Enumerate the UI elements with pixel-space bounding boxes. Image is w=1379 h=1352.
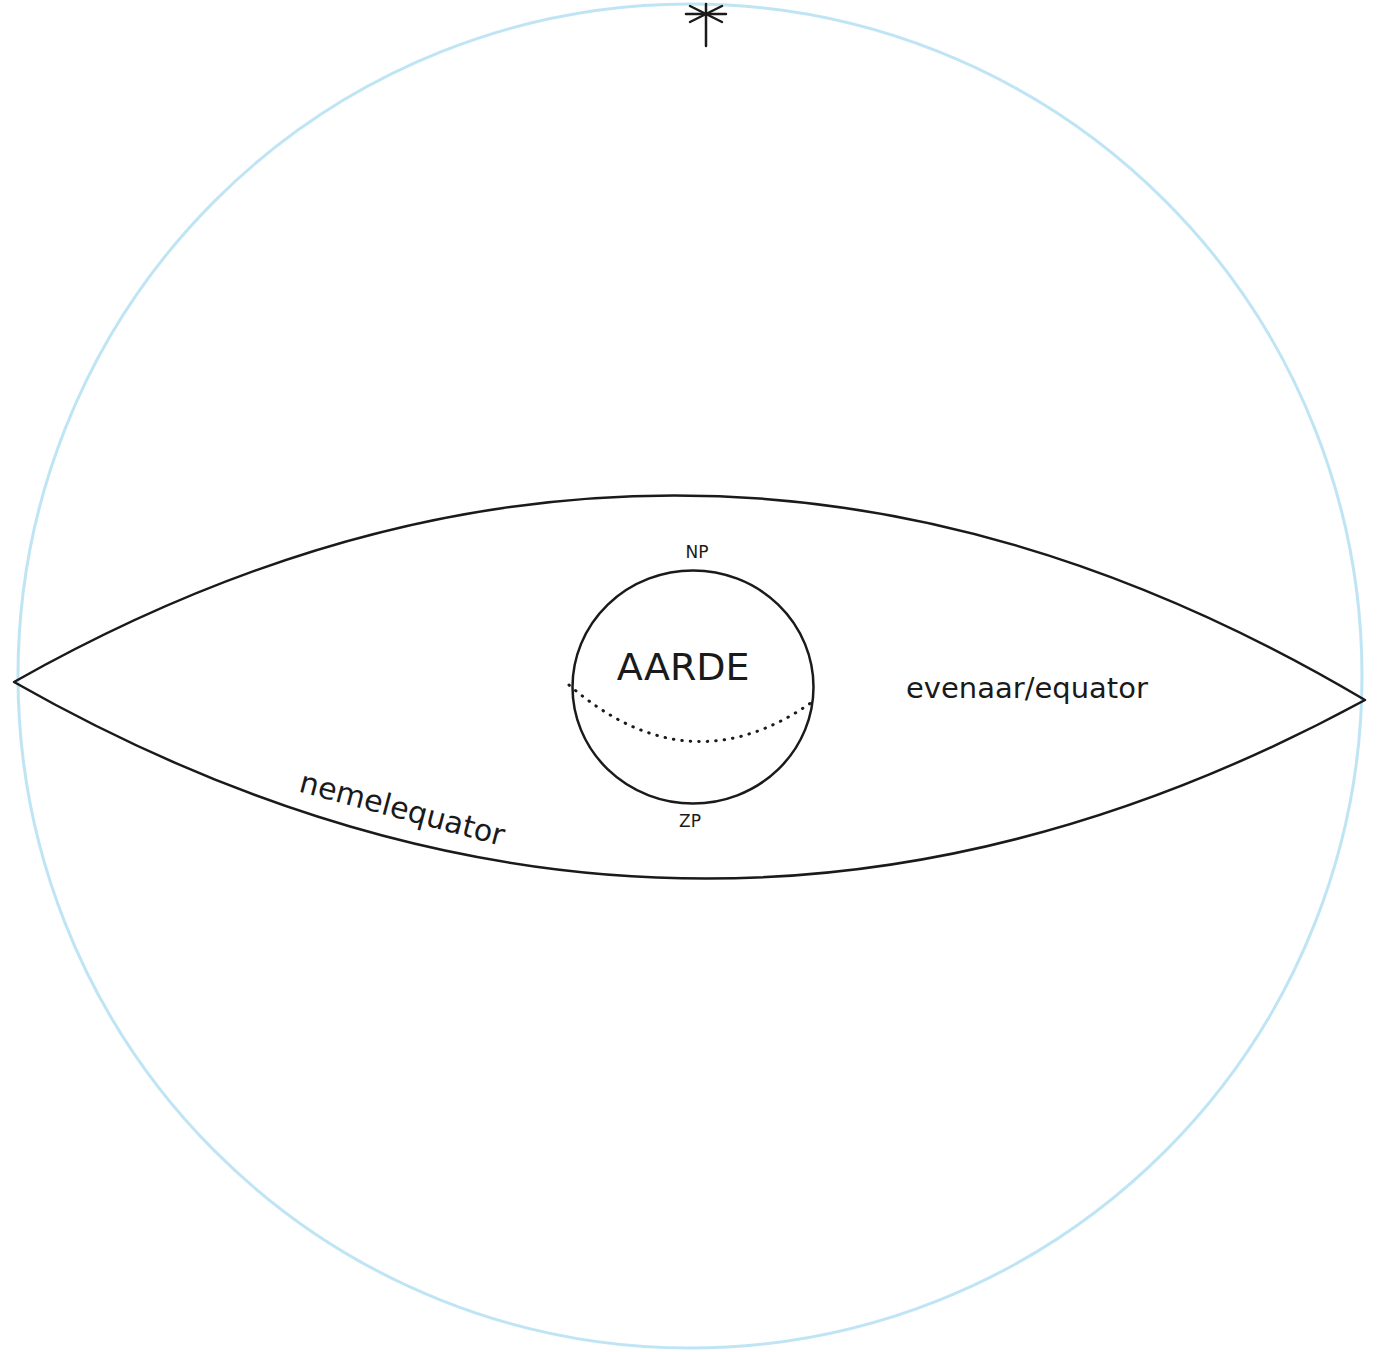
equator-label: evenaar/equator (902, 673, 1152, 705)
pole-label: NP (686, 543, 709, 562)
celestial-sphere (18, 4, 1362, 1348)
celestial-equator-label: nemelequator (292, 764, 512, 853)
earth-equator-dotted (569, 685, 815, 742)
celestial-equator-lens (14, 495, 1365, 878)
earth-name: AARDE (617, 647, 750, 689)
pole-label: ZP (679, 812, 701, 831)
earth-circle: AARDE (571, 569, 815, 805)
star-symbol (686, 4, 726, 46)
earth-outline-ellipse (573, 571, 814, 804)
